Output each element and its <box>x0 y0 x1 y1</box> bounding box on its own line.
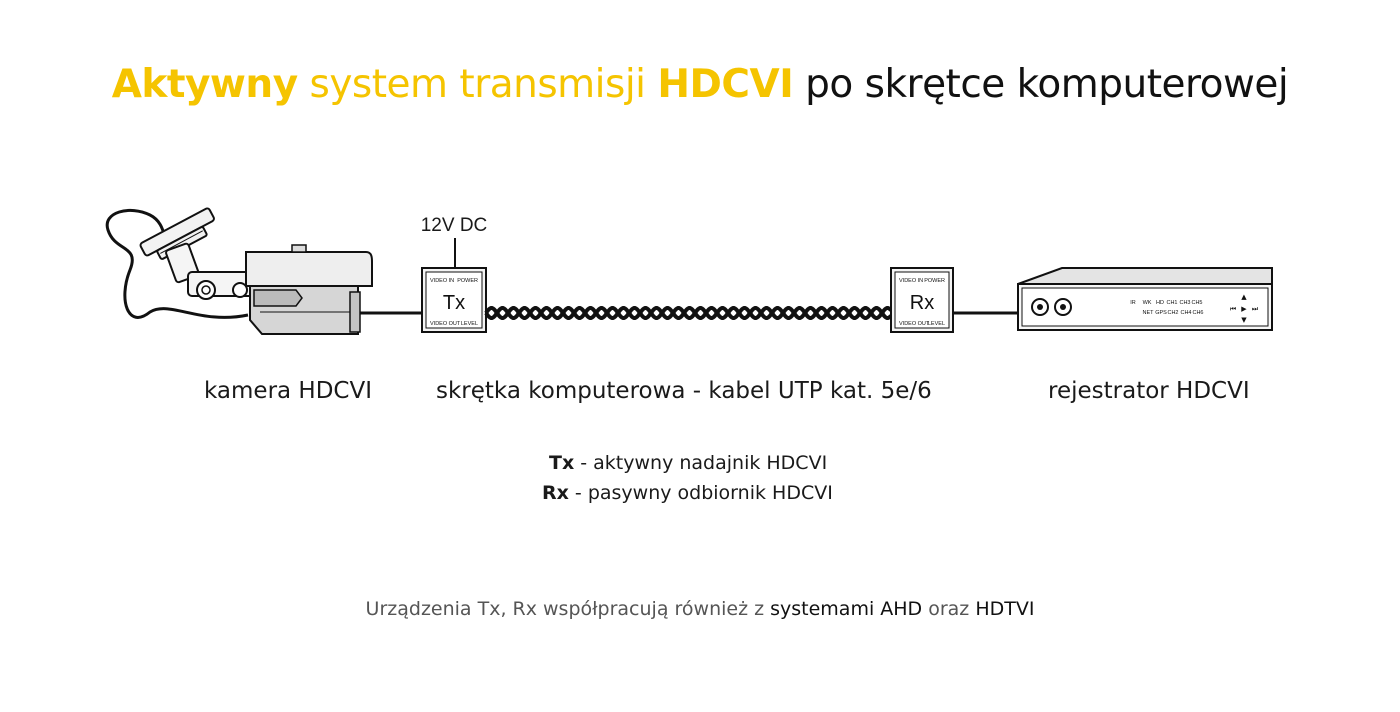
svg-text:⏮: ⏮ <box>1230 305 1236 313</box>
svg-text:VIDEO IN: VIDEO IN <box>899 278 923 284</box>
camera-label: kamera HDCVI <box>204 378 373 404</box>
svg-text:VIDEO IN: VIDEO IN <box>430 278 454 284</box>
legend-rx: Rx - pasywny odbiornik HDCVI <box>542 482 833 504</box>
svg-text:Tx: Tx <box>443 292 465 314</box>
recorder-indicator: CH2 <box>1167 310 1178 316</box>
cable-label: skrętka komputerowa - kabel UTP kat. 5e/… <box>436 378 932 404</box>
recorder-indicator: CH1 <box>1166 300 1177 306</box>
title-hdcvi: HDCVI <box>657 62 794 107</box>
svg-text:▲: ▲ <box>1241 293 1247 301</box>
legend-tx-abbr: Tx <box>549 452 575 474</box>
note-part3: oraz <box>922 598 976 620</box>
recorder-indicator: GPS <box>1155 310 1167 316</box>
recorder-indicator: HD <box>1156 300 1164 306</box>
title-aktywny: Aktywny <box>111 62 298 107</box>
legend-rx-desc: - pasywny odbiornik HDCVI <box>568 482 833 504</box>
svg-text:LEVEL: LEVEL <box>928 321 945 327</box>
title-end: po skrętce komputerowej <box>793 62 1289 107</box>
recorder-indicator: NET <box>1143 310 1155 316</box>
note-part1: Urządzenia Tx, Rx współpracują również z <box>365 598 771 620</box>
legend-tx: Tx - aktywny nadajnik HDCVI <box>549 452 827 474</box>
recorder-indicator: CH4 <box>1180 310 1191 316</box>
compatibility-note: Urządzenia Tx, Rx współpracują również z… <box>0 598 1400 620</box>
svg-text:Rx: Rx <box>910 292 934 314</box>
recorder-label: rejestrator HDCVI <box>1048 378 1250 404</box>
svg-text:▶: ▶ <box>1241 305 1247 313</box>
tx-box: VIDEO IN POWER Tx VIDEO OUT LEVEL <box>421 267 487 333</box>
recorder-indicator: CH5 <box>1191 300 1202 306</box>
rx-box: VIDEO IN POWER Rx VIDEO OUT LEVEL <box>890 267 954 333</box>
svg-text:POWER: POWER <box>457 278 478 284</box>
legend-rx-abbr: Rx <box>542 482 569 504</box>
camera-icon <box>139 207 373 335</box>
recorder-indicator: WK <box>1143 300 1152 306</box>
svg-text:VIDEO OUT: VIDEO OUT <box>430 321 461 327</box>
title-mid: system transmisji <box>297 62 658 107</box>
page-title: Aktywny system transmisji HDCVI po skręt… <box>0 62 1400 107</box>
note-ahd: systemami AHD <box>770 598 923 620</box>
svg-text:VIDEO OUT: VIDEO OUT <box>899 321 930 327</box>
svg-text:▼: ▼ <box>1241 316 1247 324</box>
twisted-pair-cable <box>484 306 893 320</box>
svg-text:POWER: POWER <box>924 278 945 284</box>
recorder-indicator: CH6 <box>1192 310 1203 316</box>
camera-cable <box>105 208 249 319</box>
svg-text:⏭: ⏭ <box>1252 305 1259 313</box>
recorder-indicator: CH3 <box>1179 300 1190 306</box>
note-hdtvi: HDTVI <box>975 598 1035 620</box>
legend-tx-desc: - aktywny nadajnik HDCVI <box>574 452 828 474</box>
power-label: 12V DC <box>421 215 488 236</box>
svg-text:LEVEL: LEVEL <box>461 321 478 327</box>
recorder-indicator: IR <box>1130 300 1136 306</box>
